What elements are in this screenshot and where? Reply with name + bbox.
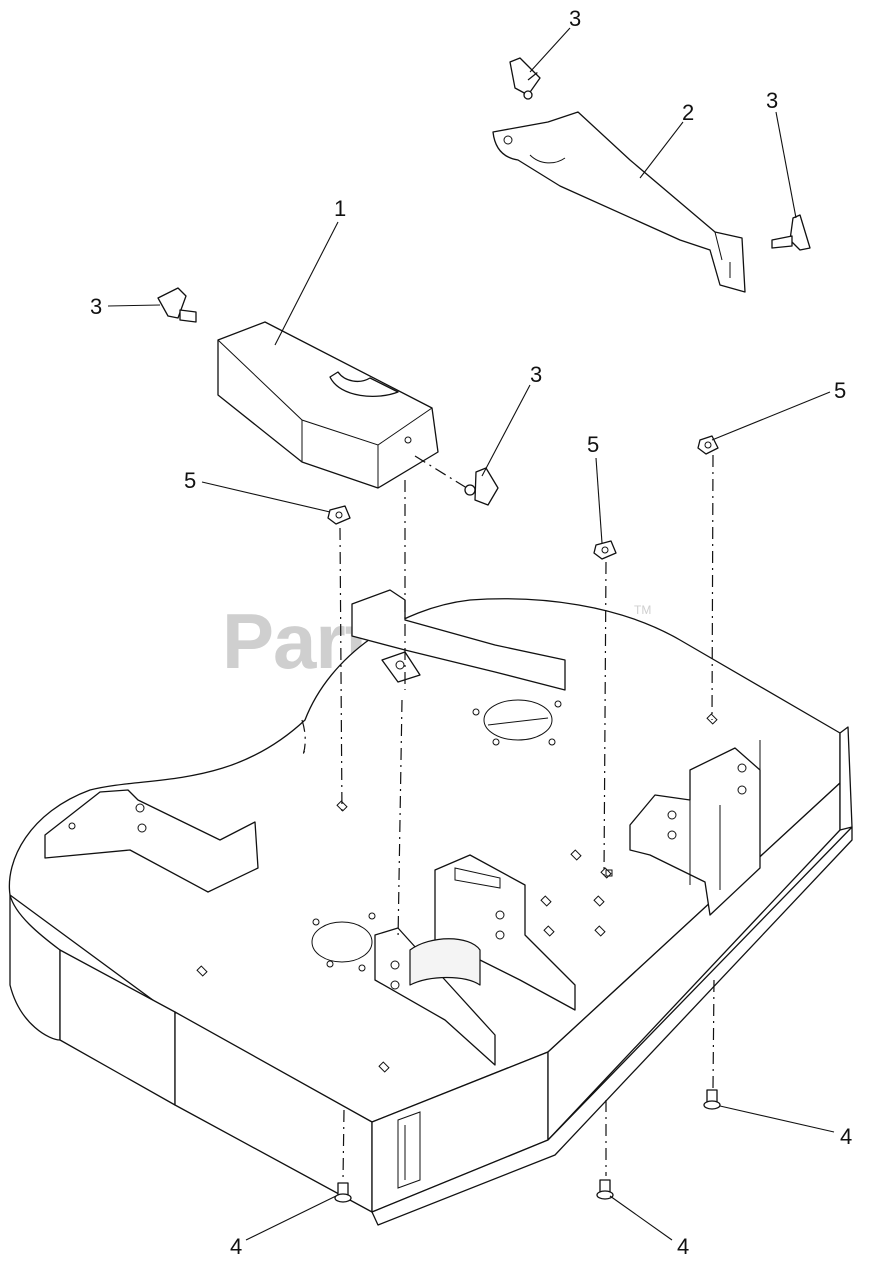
knob-part-3-top <box>509 57 541 100</box>
callout-5-center: 5 <box>587 432 599 457</box>
callout-3-top: 3 <box>569 6 581 31</box>
callout-2: 2 <box>682 100 694 125</box>
bracket-plate-part-2 <box>492 111 746 293</box>
bolt-part-4-left <box>334 1182 352 1203</box>
callout-leaders <box>107 27 835 1241</box>
callout-1: 1 <box>334 196 346 221</box>
callout-3-center: 3 <box>530 362 542 387</box>
assembly-centerlines <box>301 71 715 1181</box>
knob-part-3-right <box>771 214 811 251</box>
callout-4-center: 4 <box>677 1234 689 1259</box>
knob-part-3-center <box>464 467 499 506</box>
nut-part-5-left <box>327 505 351 525</box>
callout-labels: 1 2 3 3 3 3 4 4 4 5 5 5 <box>90 6 852 1259</box>
callout-4-left: 4 <box>230 1234 242 1259</box>
deck-details <box>44 589 761 1073</box>
square-slots <box>196 713 718 1073</box>
nut-part-5-right <box>697 435 719 455</box>
callout-4-right: 4 <box>840 1124 852 1149</box>
knob-part-3-left <box>157 287 197 323</box>
callout-3-right: 3 <box>766 88 778 113</box>
belt-cover-part-1 <box>217 321 439 489</box>
mower-deck <box>8 598 853 1226</box>
watermark-trademark: TM <box>634 603 651 617</box>
mounting-holes <box>312 700 562 972</box>
bolt-part-4-center <box>596 1179 614 1200</box>
callout-5-right: 5 <box>834 378 846 403</box>
bolt-part-4-right <box>703 1089 721 1110</box>
callout-3-left: 3 <box>90 294 102 319</box>
nut-part-5-center <box>593 540 617 560</box>
callout-5-left: 5 <box>184 468 196 493</box>
